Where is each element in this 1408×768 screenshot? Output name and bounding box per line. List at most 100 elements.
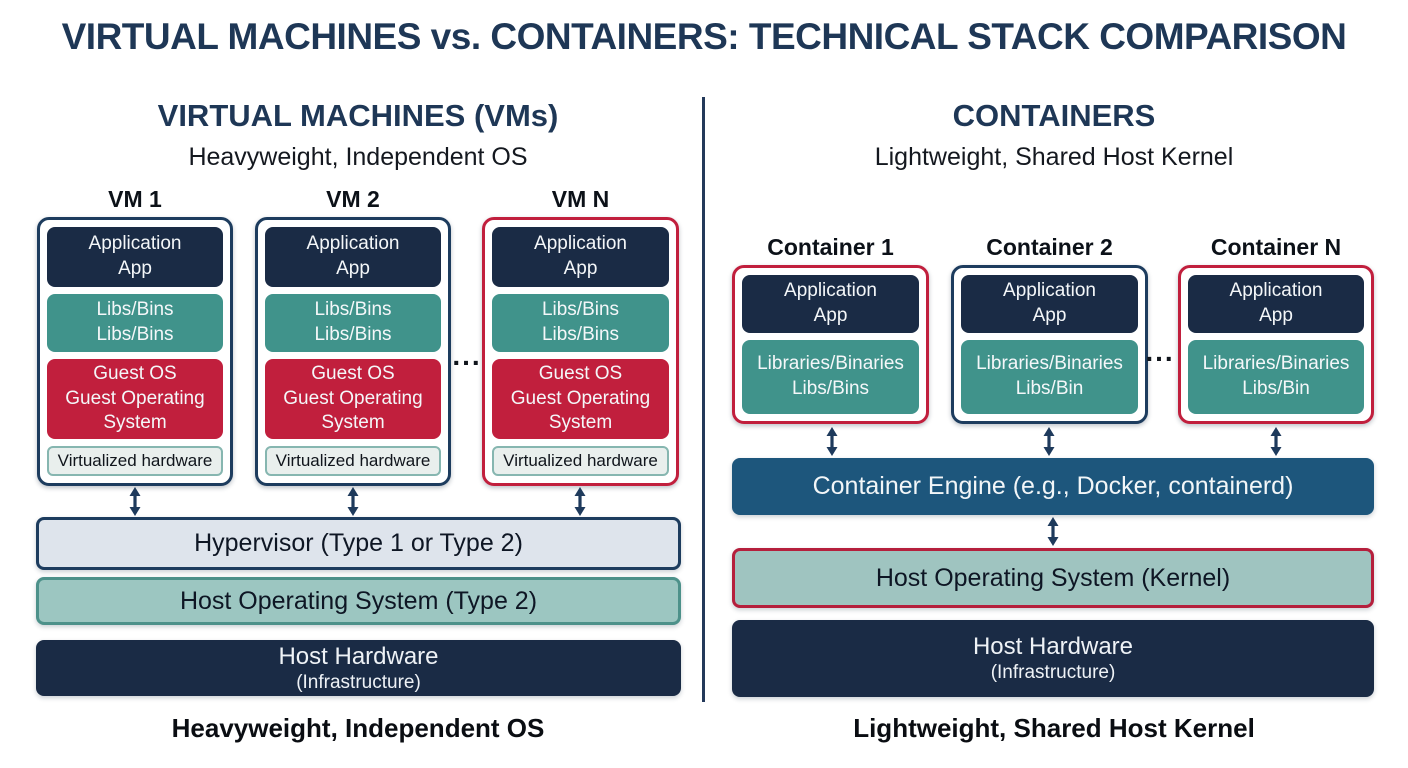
vm-n-card: Application App Libs/Bins Libs/Bins Gues… <box>482 217 679 486</box>
host-hardware-line2: (Infrastructure) <box>990 662 1116 684</box>
host-os-kernel-box: Host Operating System (Kernel) <box>732 548 1374 608</box>
application-line1: Application <box>1229 280 1323 302</box>
libs-line2: Libs/Bins <box>314 324 392 345</box>
vm-2-label: VM 2 <box>326 186 380 212</box>
host-os-type2-box: Host Operating System (Type 2) <box>36 577 681 625</box>
libs-line1: Libs/Bins <box>96 299 174 321</box>
virtualized-hardware-box: Virtualized hardware <box>265 446 441 476</box>
virtualized-hardware-label: Virtualized hardware <box>503 450 658 470</box>
container-2-label: Container 2 <box>986 234 1113 260</box>
container-1-card: Application App Libraries/Binaries Libs/… <box>732 265 929 424</box>
virtualized-hardware-label: Virtualized hardware <box>57 450 213 470</box>
container-ellipsis: ... <box>1145 336 1175 367</box>
libs-bins-box: Libs/Bins Libs/Bins <box>492 294 669 352</box>
container-caption: Lightweight, Shared Host Kernel <box>853 713 1255 743</box>
guest-line2: Guest Operating <box>65 387 205 409</box>
vm-1-label: VM 1 <box>108 186 162 212</box>
application-box: Application App <box>961 275 1138 333</box>
vm-n-label: VM N <box>551 186 610 212</box>
application-line1: Application <box>534 233 627 255</box>
container-engine-box: Container Engine (e.g., Docker, containe… <box>732 458 1374 515</box>
host-os-kernel-label: Host Operating System (Kernel) <box>875 563 1231 592</box>
application-line1: Application <box>784 280 877 302</box>
vm-1-stack: VM 1 Application App Libs/Bins Libs/Bins… <box>37 186 233 486</box>
page-title: VIRTUAL MACHINES vs. CONTAINERS: TECHNIC… <box>61 16 1347 57</box>
virtualized-hardware-box: Virtualized hardware <box>47 446 223 476</box>
libs-line1: Libs/Bins <box>314 299 392 321</box>
hypervisor-label: Hypervisor (Type 1 or Type 2) <box>194 529 523 557</box>
libraries-binaries-box: Libraries/Binaries Libs/Bin <box>1188 340 1364 414</box>
double-arrow-icon <box>574 487 586 516</box>
host-hardware-box: Host Hardware (Infrastructure) <box>36 640 681 696</box>
guest-os-box: Guest OS Guest Operating System <box>47 359 223 439</box>
libraries-line1: Libraries/Binaries <box>757 353 904 375</box>
libraries-line2: Libs/Bins <box>791 378 870 399</box>
application-line2: App <box>1032 305 1067 326</box>
double-arrow-icon <box>1043 427 1055 456</box>
container-n-label: Container N <box>1210 234 1342 260</box>
libraries-line1: Libraries/Binaries <box>976 353 1123 375</box>
host-hardware-line1: Host Hardware <box>278 642 439 670</box>
libs-line2: Libs/Bins <box>541 324 620 345</box>
container-2-stack: Container 2 Application App Libraries/Bi… <box>951 234 1148 424</box>
double-arrow-icon <box>347 487 359 516</box>
double-arrow-icon <box>129 487 141 516</box>
hypervisor-box: Hypervisor (Type 1 or Type 2) <box>36 517 681 570</box>
container-1-stack: Container 1 Application App Libraries/Bi… <box>732 234 929 424</box>
application-box: Application App <box>47 227 223 287</box>
vm-ellipsis: ... <box>452 340 482 371</box>
double-arrow-icon <box>1047 517 1059 546</box>
application-line2: App <box>563 258 598 279</box>
application-box: Application App <box>742 275 919 333</box>
vm-1-card: Application App Libs/Bins Libs/Bins Gues… <box>37 217 233 486</box>
container-1-label: Container 1 <box>767 234 894 260</box>
host-os-type2-label: Host Operating System (Type 2) <box>179 586 538 615</box>
application-line1: Application <box>88 233 182 255</box>
host-hardware-line1: Host Hardware <box>972 633 1134 661</box>
host-hardware-line2: (Infrastructure) <box>296 671 421 693</box>
virtualized-hardware-box: Virtualized hardware <box>492 446 669 476</box>
vm-n-stack: VM N Application App Libs/Bins Libs/Bins… <box>482 186 679 486</box>
container-engine-label: Container Engine (e.g., Docker, containe… <box>812 472 1294 500</box>
guest-line3: System <box>548 412 613 434</box>
guest-line3: System <box>103 412 167 434</box>
vm-caption: Heavyweight, Independent OS <box>171 713 545 743</box>
host-hardware-box: Host Hardware (Infrastructure) <box>732 620 1374 697</box>
libraries-binaries-box: Libraries/Binaries Libs/Bins <box>742 340 919 414</box>
libraries-line2: Libs/Bin <box>1015 378 1084 399</box>
virtualized-hardware-label: Virtualized hardware <box>275 450 431 470</box>
guest-line3: System <box>321 412 385 434</box>
libs-bins-box: Libs/Bins Libs/Bins <box>47 294 223 352</box>
application-box: Application App <box>492 227 669 287</box>
application-line1: Application <box>306 233 400 255</box>
container-heading: CONTAINERS <box>952 98 1156 133</box>
application-box: Application App <box>1188 275 1364 333</box>
application-box: Application App <box>265 227 441 287</box>
container-n-stack: Container N Application App Libraries/Bi… <box>1178 234 1374 424</box>
libraries-line1: Libraries/Binaries <box>1202 353 1350 375</box>
application-line2: App <box>1259 305 1293 326</box>
vm-2-stack: VM 2 Application App Libs/Bins Libs/Bins… <box>255 186 451 486</box>
container-2-card: Application App Libraries/Binaries Libs/… <box>951 265 1148 424</box>
vm-subheading: Heavyweight, Independent OS <box>188 143 528 171</box>
guest-line1: Guest OS <box>311 362 395 384</box>
double-arrow-icon <box>1270 427 1282 456</box>
libs-line2: Libs/Bins <box>96 324 174 345</box>
vm-2-card: Application App Libs/Bins Libs/Bins Gues… <box>255 217 451 486</box>
double-arrow-icon <box>826 427 838 456</box>
application-line1: Application <box>1003 280 1096 302</box>
libs-bins-box: Libs/Bins Libs/Bins <box>265 294 441 352</box>
vm-section-header: VIRTUAL MACHINES (VMs) Heavyweight, Inde… <box>35 98 681 172</box>
guest-line1: Guest OS <box>538 362 623 384</box>
vm-heading: VIRTUAL MACHINES (VMs) <box>157 98 559 133</box>
libs-line1: Libs/Bins <box>541 299 620 321</box>
container-section-header: CONTAINERS Lightweight, Shared Host Kern… <box>730 98 1378 172</box>
guest-os-box: Guest OS Guest Operating System <box>265 359 441 439</box>
application-line2: App <box>336 258 370 279</box>
section-divider <box>702 97 705 702</box>
guest-line2: Guest Operating <box>283 387 423 409</box>
application-line2: App <box>118 258 152 279</box>
libraries-line2: Libs/Bin <box>1242 378 1310 399</box>
application-line2: App <box>813 305 848 326</box>
